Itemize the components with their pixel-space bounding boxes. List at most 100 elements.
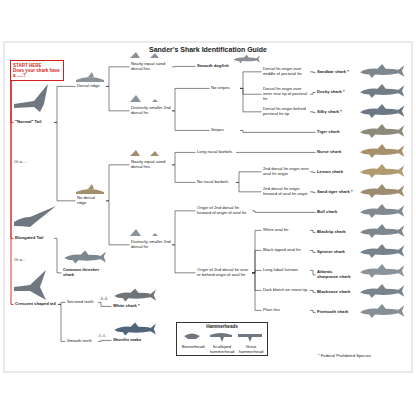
shark-figure [360,104,404,118]
poster-border [4,42,412,372]
species-name: Common thresher shark [62,268,102,278]
shark-figure [360,84,404,98]
connector [98,340,112,341]
node-text: Sand tiger shark * [317,190,353,195]
connector [106,67,130,87]
key-step: No dorsal ridge [76,196,106,206]
connector [310,290,316,292]
connector [106,201,130,245]
key-step: Distinctly smaller 2nd dorsal fin [130,106,172,116]
connector [172,245,196,273]
node-text: Nearly equal sized dorsal fins [131,62,171,72]
connector [252,270,262,272]
key-step: Origin of 2nd dorsal fin forward of orig… [196,206,252,216]
node-text: Hammerheads [178,323,266,329]
node-text: Serrated teeth [67,300,97,305]
tail-option: Crescent shaped tail [14,302,58,307]
key-step: White anal fin [262,228,310,233]
white-shark-figure [114,288,156,301]
node-text: Dorsal ridge [77,84,105,89]
note-label: Or a.... [14,160,27,165]
node-text: Silky shark * [317,110,353,115]
shark-figure [360,184,404,198]
connector [54,122,76,200]
connector [240,130,316,132]
key-step: No stripes [210,86,240,91]
node-text: Dorsal fin origin over inner rear tip of… [263,87,309,101]
key-step: Nearly equal sized dorsal fins [130,160,172,170]
node-text: 2nd dorsal fin origin over anal fin orig… [263,167,309,177]
node-text: Finetooth shark [317,310,353,315]
node-text: White anal fin [263,228,309,233]
node-text: "Normal" Tail [15,120,53,125]
key-step: Serrated teeth [66,300,98,305]
teeth-icon [100,296,108,300]
note-label: * Federal Prohibited Species [318,354,371,359]
connector [54,86,76,122]
species-name: Bull shark [316,210,354,215]
connector [172,211,196,245]
normal-tail [14,84,48,112]
shark-figure [360,64,404,78]
shark-figure [360,244,404,258]
connector [58,304,66,341]
key-step: Dorsal ridge [76,84,106,89]
key-step: Origin of 2nd dorsal fin over or behind … [196,268,252,278]
great-hammer-head [238,334,262,342]
key-step: Dorsal fin origin over middle of pectora… [262,67,310,77]
connector [252,250,262,272]
connector [240,88,262,111]
node-text: START HERE [13,63,61,68]
tail-option: "Normal" Tail [14,120,54,125]
node-text: Blacktip shark [317,230,353,235]
node-text: Smooth dogfish [197,64,229,69]
node-text: Dorsal fin origin over middle of pectora… [263,67,309,77]
connector [310,230,316,232]
crescent-tail [14,270,46,300]
note-label: Or a... [14,258,26,263]
connector [98,302,112,306]
shark-figure [360,144,404,158]
node-text: Elongated Tail [15,236,53,241]
species-name: Shortfin mako [112,338,150,343]
no-ridge-icon [76,184,104,194]
node-text: Dusky shark * [317,90,353,95]
species-name: Blacknose shark [316,290,354,295]
species-name: Atlantic sharpnose shark [316,270,354,280]
connector [310,191,316,193]
species-name: Silky shark * [316,110,354,115]
connector [172,66,196,67]
species-name: Lemon shark [316,170,354,175]
connector [240,72,262,89]
node-text: Atlantic sharpnose shark [317,270,353,280]
node-text: Origin of 2nd dorsal fin forward of orig… [197,206,251,216]
shark-figure [360,224,404,238]
key-step: Distinctly smaller 2nd dorsal fin [130,240,172,250]
node-text: Spinner shark [317,250,353,255]
bonnethead-head [184,334,200,340]
node-text: Sandbar shark * [317,70,353,75]
species-name: Nurse shark [316,150,354,155]
connector [310,250,316,252]
connector [310,71,316,73]
connector [252,230,262,272]
node-text: Tiger shark [317,130,353,135]
hammer-name: Bonnethead [179,345,207,350]
connector [172,152,196,164]
node-text: Great hammerhead [238,345,264,355]
key-step: Dorsal fin origin behind pectoral fin ti… [262,107,310,117]
shark-figure [360,204,404,218]
node-text: Distinctly smaller 2nd dorsal fin [131,240,171,250]
species-name: White shark * [112,304,150,309]
dogfish-figure [233,55,260,63]
tail-option: Elongated Tail [14,236,54,241]
connector [172,88,210,110]
connector [310,111,316,113]
dorsal-ridge-icon [76,72,104,82]
node-text: No nasal barbels [197,180,235,185]
node-text: White shark * [113,304,149,309]
species-name: Smooth dogfish [196,64,230,69]
key-step: 2nd dorsal fin origin forward of anal fi… [262,187,310,197]
node-text: Crescent shaped tail [15,302,57,307]
connector [172,165,196,183]
